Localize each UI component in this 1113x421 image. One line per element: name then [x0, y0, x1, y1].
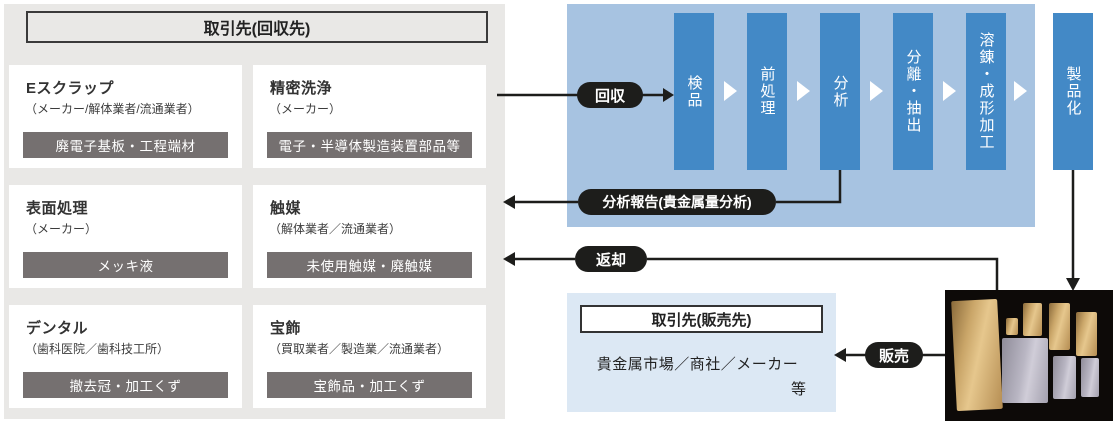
gold-ingot-large	[951, 298, 1003, 412]
card-subtitle: （メーカー）	[25, 222, 98, 236]
analysis-report-arrowhead	[503, 195, 515, 209]
step-arrow-icon	[724, 81, 737, 101]
card-catalyst: 触媒 （解体業者／流通業者） 未使用触媒・廃触媒	[253, 185, 486, 288]
gold-ingot	[1023, 303, 1042, 336]
card-title: Eスクラップ	[26, 80, 115, 97]
return-arrowhead	[503, 252, 515, 266]
process-step-separation-extraction: 分離・抽出	[893, 13, 933, 170]
card-surface-treatment: 表面処理 （メーカー） メッキ液	[9, 185, 242, 288]
sales-partners-panel: 取引先(販売先) 貴金属市場／商社／メーカー 等	[567, 293, 836, 412]
collection-panel-title: 取引先(回収先)	[26, 11, 488, 43]
sales-partners-text: 貴金属市場／商社／メーカー	[596, 356, 799, 373]
card-subtitle: （メーカー）	[269, 102, 342, 116]
card-jewelry: 宝飾 （買取業者／製造業／流通業者） 宝飾品・加工くず	[253, 305, 486, 408]
sell-arrowhead	[834, 348, 846, 362]
collect-arrowhead	[663, 88, 674, 102]
analysis-report-pill: 分析報告(貴金属量分析)	[578, 189, 776, 215]
card-title: 精密洗浄	[270, 80, 333, 97]
gold-ingot	[1076, 312, 1097, 356]
card-material-label: 宝飾品・加工くず	[267, 372, 472, 398]
card-subtitle: （メーカー/解体業者/流通業者）	[25, 102, 200, 116]
sales-panel-title: 取引先(販売先)	[580, 305, 823, 333]
silver-ingot	[1053, 356, 1076, 399]
card-title: 表面処理	[26, 200, 89, 217]
return-pill: 返却	[575, 246, 647, 272]
silver-ingot	[1081, 358, 1099, 397]
card-precision-cleaning: 精密洗浄 （メーカー） 電子・半導体製造装置部品等	[253, 65, 486, 168]
card-dental: デンタル （歯科医院／歯科技工所） 撤去冠・加工くず	[9, 305, 242, 408]
card-title: 宝飾	[270, 320, 302, 337]
card-title: デンタル	[26, 320, 89, 337]
card-subtitle: （買取業者／製造業／流通業者）	[269, 342, 450, 356]
card-material-label: 未使用触媒・廃触媒	[267, 252, 472, 278]
card-subtitle: （解体業者／流通業者）	[269, 222, 402, 236]
card-material-label: 撤去冠・加工くず	[23, 372, 228, 398]
sell-pill: 販売	[865, 342, 923, 368]
step-arrow-icon	[797, 81, 810, 101]
gold-ingot-small	[1006, 318, 1018, 335]
process-step-smelting-forming: 溶錬・成形加工	[966, 13, 1006, 170]
return-line	[647, 257, 999, 291]
silver-ingot-large	[1002, 338, 1048, 403]
card-title: 触媒	[270, 200, 302, 217]
sales-partners-text-suffix: 等	[790, 381, 806, 398]
step-arrow-icon	[870, 81, 883, 101]
step-arrow-icon	[1014, 81, 1027, 101]
process-step-productization: 製品化	[1053, 13, 1093, 170]
card-material-label: メッキ液	[23, 252, 228, 278]
step-arrow-icon	[943, 81, 956, 101]
analysis-report-line	[776, 170, 842, 204]
precious-metal-ingots-photo	[945, 290, 1113, 421]
collection-partners-panel: 取引先(回収先) Eスクラップ （メーカー/解体業者/流通業者） 廃電子基板・工…	[4, 4, 505, 419]
productization-arrowhead	[1066, 278, 1080, 291]
process-step-analysis: 分析	[820, 13, 860, 170]
card-e-scrap: Eスクラップ （メーカー/解体業者/流通業者） 廃電子基板・工程端材	[9, 65, 242, 168]
card-material-label: 廃電子基板・工程端材	[23, 132, 228, 158]
gold-ingot	[1049, 303, 1070, 350]
collect-pill: 回収	[577, 82, 643, 108]
process-step-inspection: 検品	[674, 13, 714, 170]
card-material-label: 電子・半導体製造装置部品等	[267, 132, 472, 158]
card-subtitle: （歯科医院／歯科技工所）	[25, 342, 170, 356]
process-step-pretreatment: 前処理	[747, 13, 787, 170]
